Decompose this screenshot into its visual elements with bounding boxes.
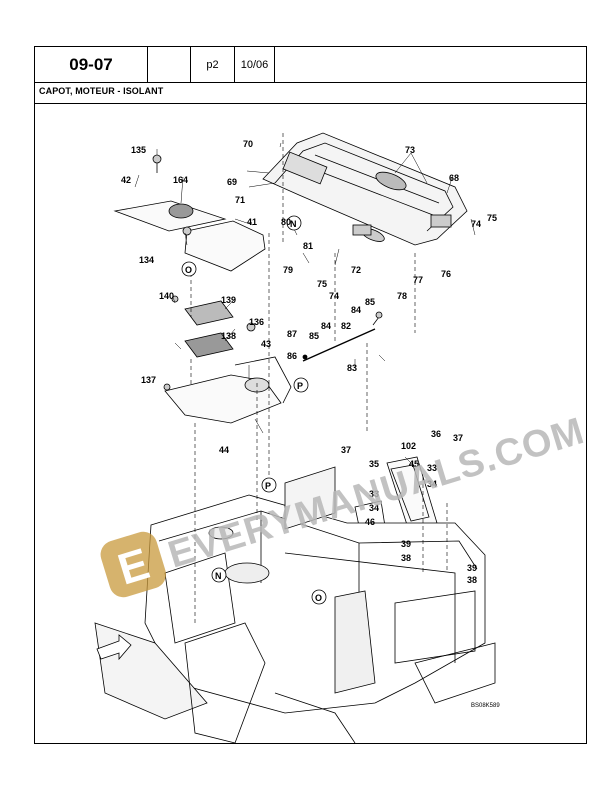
header-row: 09-07 p2 10/06 xyxy=(35,47,586,83)
callout-43: 43 xyxy=(261,339,271,349)
section-mark-o1: O xyxy=(185,265,192,275)
callout-39-mid: 39 xyxy=(401,539,411,549)
callout-85-left: 85 xyxy=(309,331,319,341)
callout-45: 45 xyxy=(409,459,419,469)
callout-71: 71 xyxy=(235,195,245,205)
callout-77: 77 xyxy=(413,275,423,285)
exploded-parts-diagram: N O P P N O 135 42 164 134 41 70 69 71 7… xyxy=(94,132,586,743)
callout-87: 87 xyxy=(287,329,297,339)
callout-39-right: 39 xyxy=(467,563,477,573)
section-code: 09-07 xyxy=(35,47,148,82)
callout-34-mid: 34 xyxy=(369,503,379,513)
callout-81: 81 xyxy=(303,241,313,251)
callout-74-top: 74 xyxy=(471,219,481,229)
callout-137: 137 xyxy=(141,375,156,385)
callout-72: 72 xyxy=(351,265,361,275)
callout-38-right: 38 xyxy=(467,575,477,585)
callout-78: 78 xyxy=(397,291,407,301)
callout-79: 79 xyxy=(283,265,293,275)
callout-135: 135 xyxy=(131,145,146,155)
callout-139: 139 xyxy=(221,295,236,305)
callout-68: 68 xyxy=(449,173,459,183)
section-mark-p1: P xyxy=(297,381,303,391)
callout-74-mid: 74 xyxy=(329,291,339,301)
callout-140: 140 xyxy=(159,291,174,301)
page-title: CAPOT, MOTEUR - ISOLANT xyxy=(39,86,164,96)
callout-84-left: 84 xyxy=(321,321,331,331)
callout-33-right: 33 xyxy=(427,463,437,473)
callout-102: 102 xyxy=(401,441,416,451)
callout-36: 36 xyxy=(431,429,441,439)
callout-35: 35 xyxy=(369,459,379,469)
callout-46: 46 xyxy=(365,517,375,527)
callout-69: 69 xyxy=(227,177,237,187)
callout-38-mid: 38 xyxy=(401,553,411,563)
callout-37-left: 37 xyxy=(341,445,351,455)
callout-73: 73 xyxy=(405,145,415,155)
callout-33-mid: 33 xyxy=(369,489,379,499)
callout-80: 80 xyxy=(281,217,291,227)
callout-75-top: 75 xyxy=(487,213,497,223)
figure-reference: BS08K589 xyxy=(471,703,500,709)
title-row: CAPOT, MOTEUR - ISOLANT xyxy=(35,82,586,104)
callout-41: 41 xyxy=(247,217,257,227)
callout-138: 138 xyxy=(221,331,236,341)
part-callouts: 135 42 164 134 41 70 69 71 73 68 80 81 7… xyxy=(121,139,497,585)
callout-85-right: 85 xyxy=(365,297,375,307)
section-mark-n2: N xyxy=(215,571,222,581)
callout-82: 82 xyxy=(341,321,351,331)
section-mark-p2: P xyxy=(265,481,271,491)
callout-136: 136 xyxy=(249,317,264,327)
callout-86: 86 xyxy=(287,351,297,361)
header-blank-cell xyxy=(148,47,191,82)
callout-44: 44 xyxy=(219,445,229,455)
callout-164: 164 xyxy=(173,175,188,185)
page-frame: 09-07 p2 10/06 CAPOT, MOTEUR - ISOLANT xyxy=(34,46,587,744)
callout-134: 134 xyxy=(139,255,154,265)
callout-34-right: 34 xyxy=(427,479,437,489)
section-mark-n1: N xyxy=(290,219,297,229)
callout-70: 70 xyxy=(243,139,253,149)
callout-37-right: 37 xyxy=(453,433,463,443)
callout-84-right: 84 xyxy=(351,305,361,315)
revision-date: 10/06 xyxy=(235,47,275,82)
section-mark-o2: O xyxy=(315,593,322,603)
page-number: p2 xyxy=(191,47,235,82)
callout-83: 83 xyxy=(347,363,357,373)
callout-42: 42 xyxy=(121,175,131,185)
callout-75-mid: 75 xyxy=(317,279,327,289)
callout-76: 76 xyxy=(441,269,451,279)
